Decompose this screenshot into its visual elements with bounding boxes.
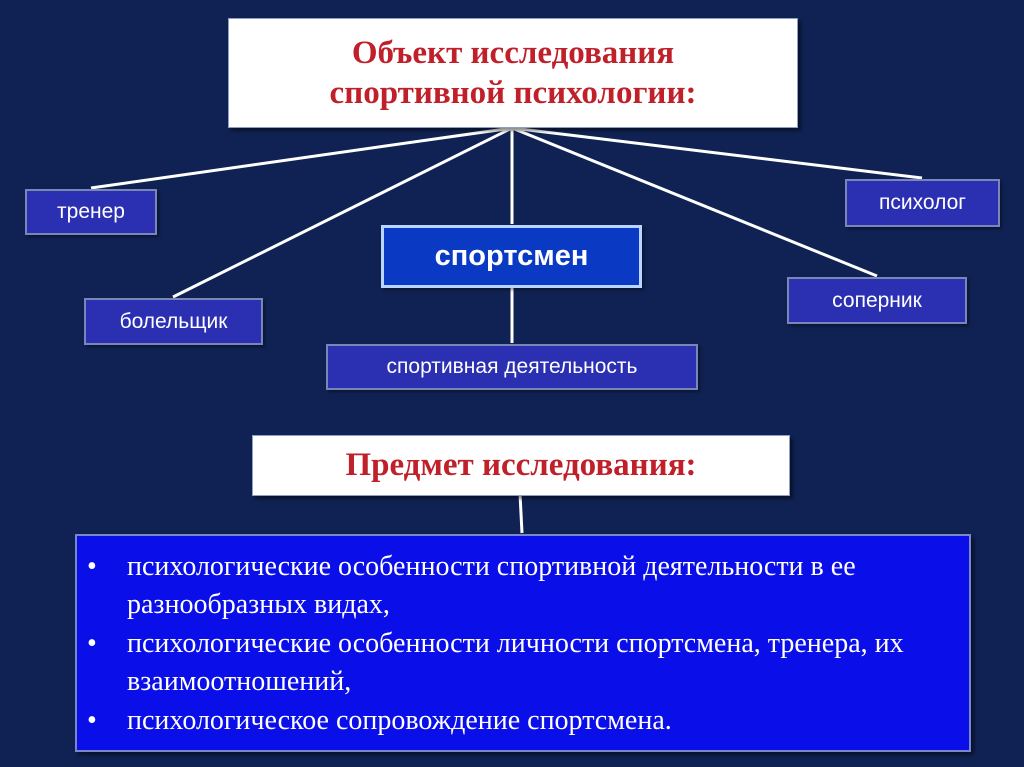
subject-title: Предмет исследования:: [345, 447, 697, 483]
bullet: •: [87, 628, 97, 659]
node-psiholog: психолог: [845, 179, 1000, 227]
subject-panel: • психологические особенности спортивной…: [75, 534, 971, 752]
node-bolelschik-label: болельщик: [119, 309, 228, 333]
bullet: •: [87, 551, 97, 582]
connector-bolelschik: [172, 126, 513, 299]
connector-sopernik: [511, 126, 878, 278]
list-item-text: психологические особенности личности спо…: [127, 628, 904, 697]
list-item-text: психологические особенности спортивной д…: [127, 551, 856, 620]
list-item: • психологические особенности личности с…: [87, 625, 959, 701]
list-item-text: психологическое сопровождение спортсмена…: [127, 705, 672, 736]
node-athlete: спортсмен: [381, 225, 642, 288]
node-trener-label: тренер: [57, 200, 125, 223]
node-sopernik: соперник: [787, 277, 967, 324]
connector-trener: [90, 126, 513, 190]
subject-list: • психологические особенности спортивной…: [77, 536, 969, 740]
list-item: • психологическое сопровождение спортсме…: [87, 702, 959, 740]
subject-title-box: Предмет исследования:: [252, 435, 790, 496]
object-title-line1: Объект исследования: [351, 35, 675, 71]
object-title-line2: спортивной психологии:: [329, 75, 697, 111]
node-trener: тренер: [25, 189, 157, 235]
node-sopernik-label: соперник: [832, 288, 922, 312]
bullet: •: [87, 705, 97, 736]
object-title-box: Объект исследования спортивной психологи…: [228, 18, 798, 128]
connector-psiholog: [511, 126, 923, 180]
connector-subject: [518, 493, 524, 534]
node-activity: спортивная деятельность: [326, 344, 698, 390]
node-psiholog-label: психолог: [879, 191, 966, 214]
list-item: • психологические особенности спортивной…: [87, 548, 959, 624]
node-bolelschik: болельщик: [84, 298, 263, 345]
node-athlete-label: спортсмен: [434, 240, 589, 272]
node-activity-label: спортивная деятельность: [386, 355, 638, 378]
